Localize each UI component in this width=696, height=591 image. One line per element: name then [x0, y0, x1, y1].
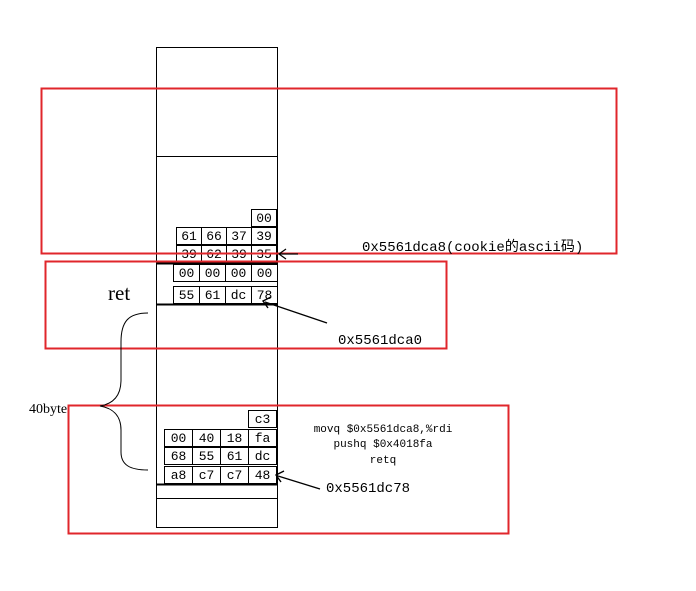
byte-value: 61 [181, 229, 197, 244]
buffer-size-label: 40byte [29, 402, 67, 417]
byte-value: a8 [171, 468, 187, 483]
buffer-size-brace [99, 312, 149, 471]
byte-value: 00 [231, 266, 247, 281]
cookie-region-highlight [40, 87, 618, 255]
byte-value: dc [231, 288, 247, 303]
byte-value: dc [255, 449, 271, 464]
byte-value: 00 [256, 211, 272, 226]
byte-value: 00 [257, 266, 273, 281]
byte-value: 55 [199, 449, 215, 464]
code-line-pushq: pushq $0x4018fa [333, 439, 432, 451]
byte-cell [251, 209, 277, 227]
ret-label: ret [108, 281, 130, 305]
injected-code-region-highlight [67, 404, 510, 535]
byte-value: 39 [256, 229, 272, 244]
code-address-arrow [274, 470, 321, 490]
byte-value: 18 [227, 431, 243, 446]
byte-value: 61 [205, 288, 221, 303]
return-address-region-highlight [44, 260, 448, 350]
byte-cell [248, 429, 277, 447]
byte-value: 00 [205, 266, 221, 281]
byte-value: 61 [227, 449, 243, 464]
byte-value: 55 [179, 288, 195, 303]
byte-value: fa [255, 431, 271, 446]
byte-value: c7 [199, 468, 215, 483]
byte-value: 40 [199, 431, 215, 446]
cookie-address-arrow [277, 248, 298, 260]
byte-value: c3 [255, 412, 271, 427]
byte-cell [248, 410, 277, 428]
code-line-movq: movq $0x5561dca8,%rdi [314, 424, 453, 436]
injected-code-bytes-grid: c3 00 40 18 fa 68 55 61 dc a8 c7 c7 48 [164, 410, 277, 484]
byte-value: 68 [171, 449, 187, 464]
ret-address-arrow [261, 296, 328, 324]
ret-address-label: 0x5561dca0 [338, 333, 422, 349]
byte-value: 78 [257, 288, 273, 303]
byte-value: 37 [231, 229, 247, 244]
byte-value: 48 [255, 468, 271, 483]
byte-cell [248, 447, 277, 465]
byte-cell [251, 264, 278, 282]
byte-value: 00 [171, 431, 187, 446]
byte-value: 00 [179, 266, 195, 281]
byte-cell [251, 227, 277, 245]
return-address-bytes-grid: 00 00 00 00 55 61 dc 78 [173, 264, 278, 304]
cookie-address-label: 0x5561dca8(cookie的ascii码) [362, 239, 583, 256]
byte-value: c7 [227, 468, 243, 483]
code-address-label: 0x5561dc78 [326, 481, 410, 497]
injected-code-listing: movq $0x5561dca8,%rdi pushq $0x4018fa re… [314, 424, 453, 467]
byte-value: 66 [206, 229, 222, 244]
code-line-retq: retq [370, 455, 396, 467]
